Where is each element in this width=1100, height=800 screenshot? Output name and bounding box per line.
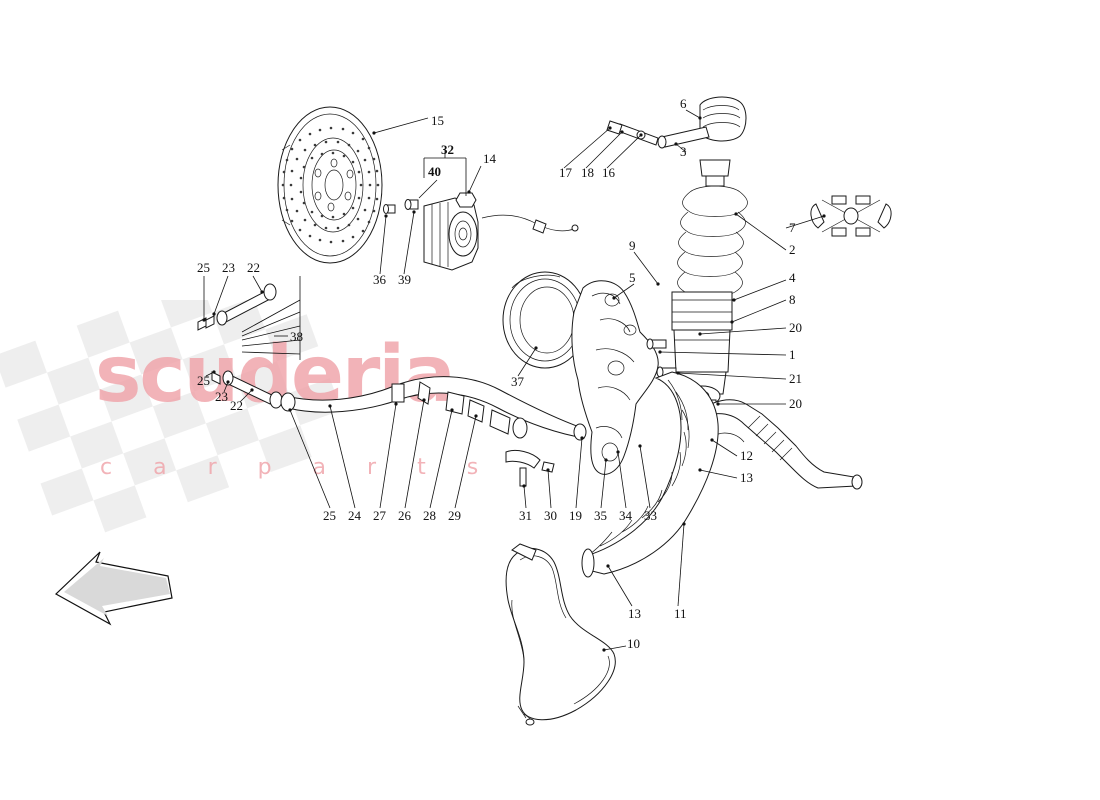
callout-40: 40 [428,164,441,179]
callout-20-bottom: 20 [789,396,802,411]
callout-7: 7 [789,220,796,235]
callout-1: 1 [789,347,796,362]
callout-5: 5 [629,270,636,285]
callout-24: 24 [348,508,361,523]
callout-20-top: 20 [789,320,802,335]
callout-39: 39 [398,272,411,287]
watermark-subtext: c a r p a r t s [100,455,496,480]
wheel-upright-knuckle [571,280,659,475]
callout-11: 11 [674,606,687,621]
callout-22-mid: 22 [230,398,243,413]
callout-36: 36 [373,272,386,287]
callout-38: 38 [290,329,303,344]
brake-disc-part [277,106,383,264]
callout-27: 27 [373,508,386,523]
callout-9: 9 [629,238,636,253]
callout-37: 37 [511,374,524,389]
callout-29: 29 [448,508,461,523]
wheel-splash-shield [505,543,616,726]
callout-21: 21 [789,371,802,386]
forward-direction-arrow [54,551,173,626]
callout-12: 12 [740,448,753,463]
callout-32: 32 [441,142,454,157]
callout-25-mid: 25 [197,373,210,388]
callout-31: 31 [519,508,532,523]
callout-16: 16 [602,165,615,180]
callout-3: 3 [680,144,687,159]
callout-22-top: 22 [247,260,260,275]
brake-dust-shield [502,271,588,369]
callout-13-right: 13 [740,470,753,485]
callout-17: 17 [559,165,572,180]
callout-13-bottom: 13 [628,606,641,621]
callout-25-top: 25 [197,260,210,275]
callout-15: 15 [431,113,444,128]
callout-33: 33 [644,508,657,523]
callout-2: 2 [789,242,796,257]
callout-4: 4 [789,270,796,285]
wheel-hub-assembly [383,192,579,271]
callout-30: 30 [544,508,557,523]
callout-19: 19 [569,508,582,523]
callout-34: 34 [619,508,632,523]
callout-23-top: 23 [222,260,235,275]
callout-23-mid: 23 [215,389,228,404]
callout-14: 14 [483,151,496,166]
callout-26: 26 [398,508,411,523]
callout-25-bottom: 25 [323,508,336,523]
leader-lines [202,109,826,652]
spring-spacer-cross [810,195,892,237]
suspension-wishbone-links [197,276,587,487]
checkered-flag-watermark [0,300,340,533]
callout-28: 28 [423,508,436,523]
callout-18: 18 [581,165,594,180]
callout-10: 10 [627,636,640,651]
callout-6: 6 [680,96,687,111]
brake-cooling-duct [581,371,719,578]
callout-35: 35 [594,508,607,523]
damper-top-mount [606,96,747,187]
callout-8: 8 [789,292,796,307]
driveshaft-and-boot [699,399,863,490]
